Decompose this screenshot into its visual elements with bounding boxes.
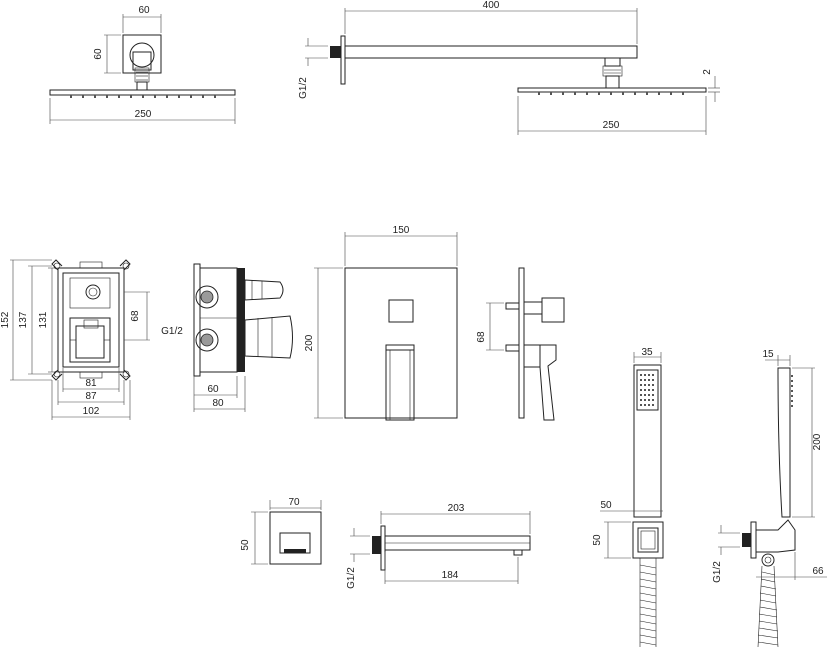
hand-shower-front-view: 35 50 50 [592,347,664,647]
trim-panel-front-view: 150 200 [304,225,458,421]
head-shower-front-view: 60 60 250 [49,5,236,124]
hand-side-nozzles [791,375,793,407]
dim-box-side-80: 80 [212,398,224,409]
dim-head-front-plate: 250 [135,109,152,120]
dim-hand-length: 200 [812,433,823,450]
head-shower-side-view: 400 G1/2 2 250 [298,0,720,135]
dim-head-front-width: 60 [138,5,150,16]
dim-box-side-thread: G1/2 [161,326,183,337]
dim-box-height-131: 131 [38,311,49,328]
dim-holder-thread: G1/2 [712,561,723,583]
dim-holder-depth: 66 [812,566,824,577]
dim-box-side-60: 60 [207,384,219,395]
dim-spout-thread: G1/2 [346,567,357,589]
dim-spout-length: 203 [448,503,465,514]
dim-mixer-side-68: 68 [476,331,487,343]
dim-head-front-height: 60 [93,48,104,60]
head-front-nozzles [70,95,216,98]
hand-front-nozzle-grid [640,374,654,406]
dim-panel-height: 200 [304,334,315,351]
dim-box-width-81: 81 [85,378,97,389]
dim-holder-width: 50 [600,500,612,511]
dim-box-width-102: 102 [83,406,100,417]
dim-holder-height: 50 [592,534,603,546]
dim-spout-plate-width: 70 [288,497,300,508]
dim-box-width-87: 87 [85,391,97,402]
dim-hand-depth: 15 [762,349,774,360]
dim-head-side-plate: 250 [603,120,620,131]
head-side-nozzles [538,92,684,95]
dim-head-side-thickness: 2 [702,69,713,75]
dim-box-height-152: 152 [0,311,11,328]
dim-spout-reach: 184 [442,570,459,581]
dim-spout-plate-height: 50 [240,539,251,551]
spout-side-view: 203 184 G1/2 [346,503,531,589]
mixer-side-view: 68 [476,267,565,421]
dim-box-ports-68: 68 [130,310,141,322]
dim-panel-width: 150 [393,225,410,236]
hand-shower-side-view: 15 200 G1/2 66 [712,349,827,647]
dim-box-height-137: 137 [18,311,29,328]
concealed-box-front-view: 152 137 131 68 81 87 102 [0,259,150,420]
dim-arm-length: 400 [483,0,500,11]
concealed-box-side-view: G1/2 60 80 [161,263,293,412]
dim-arm-thread: G1/2 [298,77,309,99]
spout-plate-front-view: 70 50 [240,497,322,565]
dim-hand-width: 35 [641,347,653,358]
